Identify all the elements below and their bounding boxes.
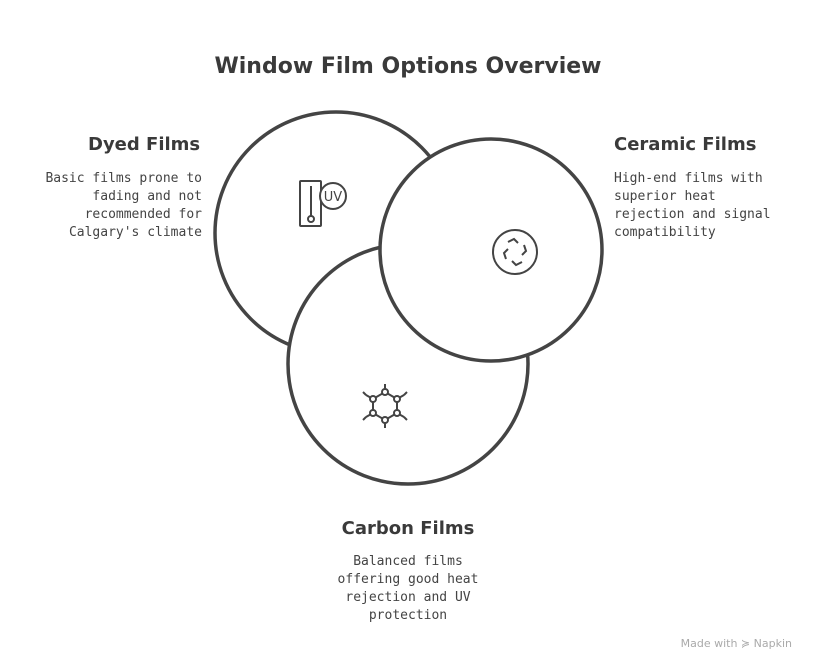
dyed-films-heading: Dyed Films <box>88 134 201 155</box>
carbon-films-description: Balanced films offering good heat reject… <box>308 553 508 625</box>
desc-line: Basic films prone to <box>45 171 202 186</box>
ceramic-films-circle <box>378 137 604 363</box>
desc-line: offering good heat <box>337 572 479 587</box>
desc-line: Balanced films <box>353 554 463 569</box>
ceramic-films-description: High-end films with superior heat reject… <box>614 170 771 242</box>
uv-label: UV <box>324 190 343 205</box>
desc-line: fading and not <box>92 189 202 204</box>
desc-line: rejection and signal <box>614 207 771 222</box>
desc-line: recommended for <box>84 207 202 222</box>
diagram-title: Window Film Options Overview <box>214 54 602 79</box>
carbon-films-heading: Carbon Films <box>341 518 475 539</box>
desc-line: superior heat <box>614 189 716 204</box>
desc-line: Calgary's climate <box>68 225 202 240</box>
desc-line: High-end films with <box>614 171 763 186</box>
desc-line: protection <box>368 608 448 623</box>
dyed-films-description: Basic films prone to fading and not reco… <box>45 170 202 242</box>
swirl-circle-icon <box>492 229 538 275</box>
hexagon-molecule-icon <box>362 384 408 428</box>
desc-line: rejection and UV <box>345 590 471 605</box>
thermometer-uv-icon: UV <box>299 180 347 227</box>
desc-line: compatibility <box>614 225 716 240</box>
napkin-watermark: Made with ≽ Napkin <box>680 637 792 650</box>
ceramic-films-heading: Ceramic Films <box>614 134 757 155</box>
